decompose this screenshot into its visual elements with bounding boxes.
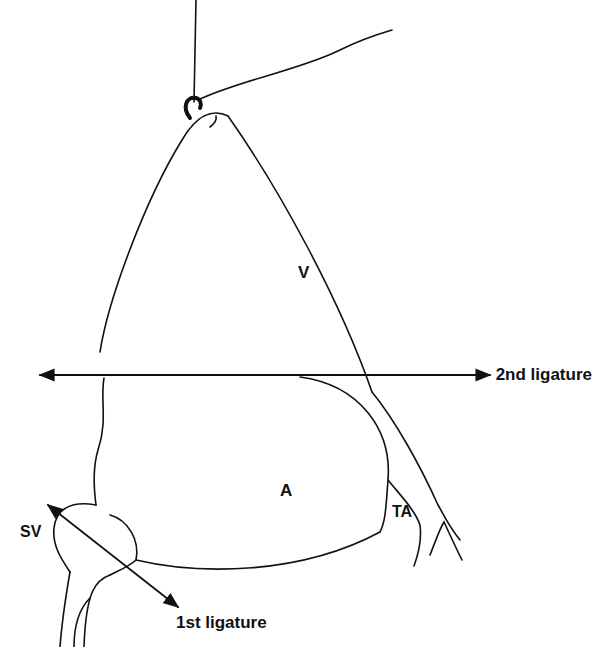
truncus-branch xyxy=(430,522,462,560)
ligature-line xyxy=(48,505,178,607)
ligature-label: 2nd ligature xyxy=(496,366,592,383)
ligature-label: 1st ligature xyxy=(176,614,267,631)
thread xyxy=(198,30,392,100)
part-name: V xyxy=(298,264,309,281)
atrium-outline xyxy=(300,377,388,532)
ligature-line xyxy=(40,374,490,376)
atrium-outline xyxy=(136,532,380,569)
clip xyxy=(186,98,201,118)
ventricle-outline xyxy=(100,113,372,392)
vein xyxy=(110,560,136,575)
part-name: A xyxy=(280,482,292,499)
vein xyxy=(84,575,110,647)
part-name: SV xyxy=(20,524,41,540)
vein xyxy=(74,598,90,647)
atrium-outline xyxy=(94,378,104,505)
truncus-arteriosus xyxy=(388,480,421,566)
clip-mark xyxy=(210,116,216,127)
part-name: TA xyxy=(392,504,412,520)
thread xyxy=(194,0,196,102)
vein xyxy=(60,572,70,647)
sinus-venosus xyxy=(110,515,137,560)
